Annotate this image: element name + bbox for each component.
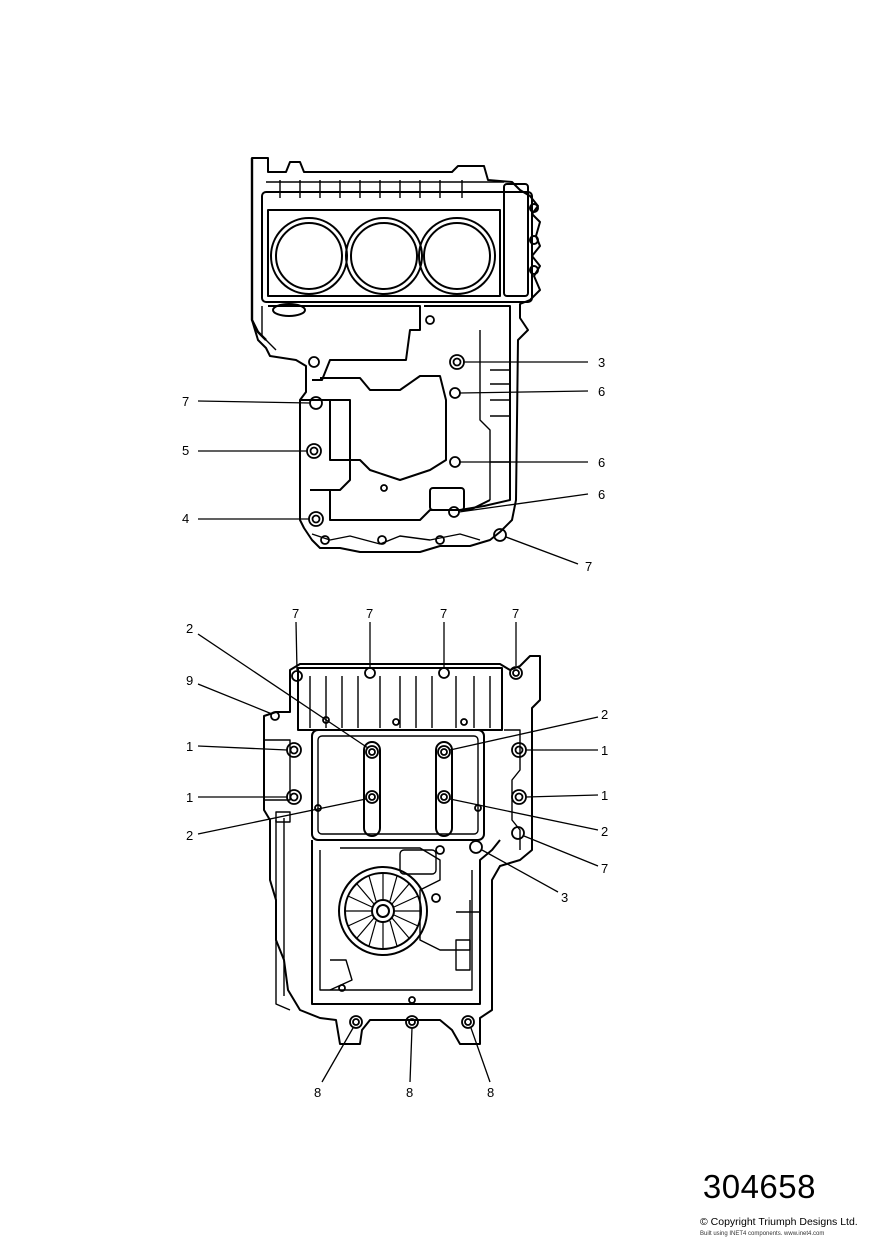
callout-label: 9 <box>186 673 193 688</box>
callout-label: 6 <box>598 384 605 399</box>
part-number: 304658 <box>702 1168 816 1205</box>
callout-label: 8 <box>487 1085 494 1100</box>
callout-label: 2 <box>601 707 608 722</box>
callout-label: 3 <box>598 355 605 370</box>
callout-label: 2 <box>186 621 193 636</box>
callout-label: 7 <box>366 606 373 621</box>
callout-label: 8 <box>406 1085 413 1100</box>
callout-label: 1 <box>601 743 608 758</box>
callout-label: 2 <box>186 828 193 843</box>
lower-callout-leaders <box>197 621 599 1083</box>
callout-label: 7 <box>601 861 608 876</box>
callout-label: 1 <box>601 788 608 803</box>
callout-label: 1 <box>186 790 193 805</box>
callout-label: 7 <box>182 394 189 409</box>
callout-label: 2 <box>601 824 608 839</box>
callout-label: 6 <box>598 455 605 470</box>
callout-label: 4 <box>182 511 189 526</box>
upper-callout-leaders <box>197 361 589 565</box>
copyright-notice: © Copyright Triumph Designs Ltd. <box>700 1216 858 1228</box>
callout-label: 7 <box>512 606 519 621</box>
callout-label: 8 <box>314 1085 321 1100</box>
callout-label: 3 <box>561 890 568 905</box>
lower-crankcase-drawing <box>263 655 541 1045</box>
upper-crankcase-drawing <box>250 157 541 553</box>
callout-label: 1 <box>186 739 193 754</box>
upper-callout-numbers: 3 6 6 6 7 7 5 4 <box>182 355 605 574</box>
callout-label: 7 <box>440 606 447 621</box>
lower-callout-numbers: 7 7 7 7 2 9 1 1 2 2 1 1 2 7 3 8 8 8 <box>186 606 608 1100</box>
callout-label: 7 <box>292 606 299 621</box>
callout-label: 5 <box>182 443 189 458</box>
callout-label: 7 <box>585 559 592 574</box>
callout-label: 6 <box>598 487 605 502</box>
build-credit: Built using INET4 components. www.inet4.… <box>700 1231 825 1237</box>
